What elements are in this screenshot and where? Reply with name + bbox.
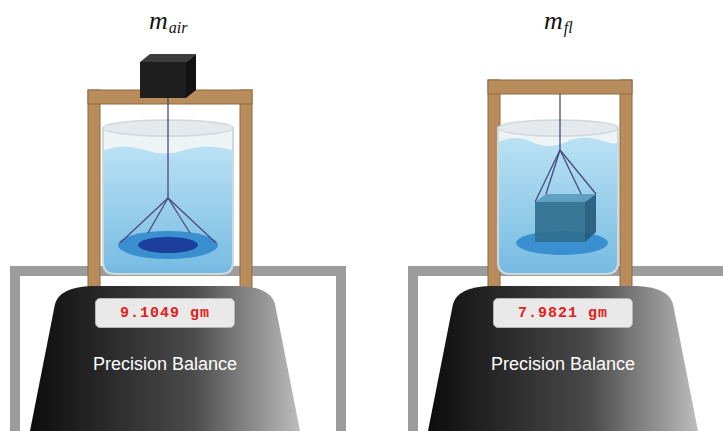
balance-display: 9.1049 gm <box>95 298 235 328</box>
suspension-strings <box>535 94 596 202</box>
mass-reading: 9.1049 gm <box>120 305 210 322</box>
sample-cube <box>535 194 596 242</box>
suspension-strings <box>120 96 216 243</box>
wooden-stand <box>88 90 252 295</box>
grey-frame <box>408 266 723 431</box>
mass-symbol: m <box>149 8 168 34</box>
wooden-stand <box>488 80 632 295</box>
subscript-label: fl <box>564 20 573 36</box>
weighing-pan <box>118 231 218 259</box>
beaker <box>498 120 618 274</box>
precision-balance: Precision Balance 7.9821 gm <box>428 282 698 431</box>
mass-reading: 7.9821 gm <box>518 305 608 322</box>
balance-name: Precision Balance <box>30 354 300 375</box>
subscript-label: air <box>169 20 188 36</box>
mass-symbol: m <box>544 8 563 34</box>
grey-frame <box>10 266 346 431</box>
balance-display: 7.9821 gm <box>493 298 633 328</box>
precision-balance: Precision Balance 9.1049 gm <box>30 282 300 431</box>
sample-cube <box>140 54 196 98</box>
balance-name: Precision Balance <box>428 354 698 375</box>
